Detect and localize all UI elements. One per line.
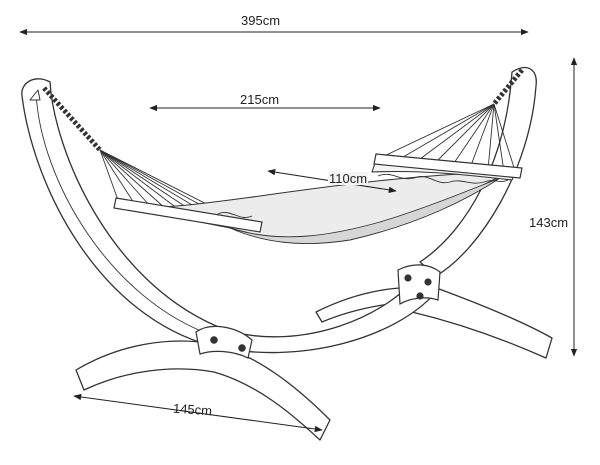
spreader-bar-left xyxy=(113,197,263,233)
frame-front-joint xyxy=(195,325,253,359)
frame-main-beam xyxy=(21,78,437,354)
spreader-bar-right xyxy=(373,153,523,179)
hammock-length-label: 215cm xyxy=(240,92,280,107)
chain-right xyxy=(492,68,524,106)
dimension-line-base-width xyxy=(73,393,323,433)
hammock-cords-right xyxy=(379,103,517,175)
frame-rear-joint xyxy=(397,264,441,306)
overall-length-label: 395cm xyxy=(241,13,281,28)
hammock-width-label: 110cm xyxy=(328,171,369,186)
frame-front-base-leg xyxy=(75,340,331,441)
base-width-label: 145cm xyxy=(172,400,213,419)
chain-left xyxy=(42,86,102,152)
overall-height-label: 143cm xyxy=(529,215,569,230)
